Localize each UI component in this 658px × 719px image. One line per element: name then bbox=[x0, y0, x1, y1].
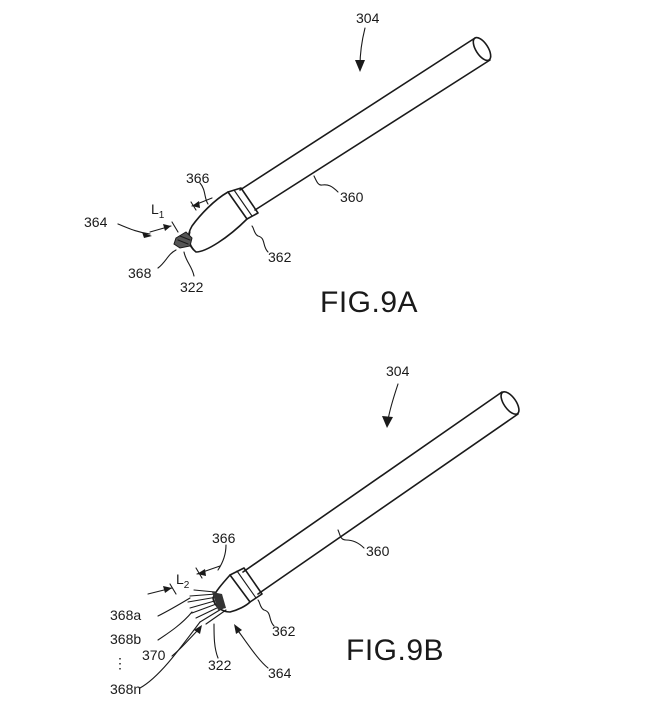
ref-368b: 368b bbox=[110, 631, 141, 647]
fig-9a: 304 360 362 366 364 368 322 L1 FIG.9A bbox=[84, 10, 492, 319]
ref-360-9a: 360 bbox=[340, 189, 364, 205]
figure-caption-9a: FIG.9A bbox=[320, 286, 418, 319]
ref-362-9a: 362 bbox=[268, 249, 292, 265]
ref-370-9b: 370 bbox=[142, 647, 166, 663]
dimension-l1 bbox=[149, 197, 213, 233]
leaders-9b bbox=[139, 383, 399, 689]
figure-caption-9b: FIG.9B bbox=[346, 634, 444, 667]
ref-368n: 368n bbox=[110, 681, 141, 697]
fiber-bundle-9b bbox=[187, 589, 227, 625]
ref-360-9b: 360 bbox=[366, 543, 390, 559]
labels-9b: 304 360 362 366 364 322 370 368a 368b ⋮ … bbox=[110, 363, 444, 697]
ref-364-9b: 364 bbox=[268, 665, 292, 681]
ref-364-9a: 364 bbox=[84, 214, 108, 230]
ref-322-9b: 322 bbox=[208, 657, 232, 673]
ref-322-9a: 322 bbox=[180, 279, 204, 295]
shaft-9a bbox=[239, 36, 492, 211]
ref-366-9b: 366 bbox=[212, 530, 236, 546]
collar-ring-9b bbox=[229, 567, 263, 603]
labels-9a: 304 360 362 366 364 368 322 L1 FIG.9A bbox=[84, 10, 418, 319]
ref-362-9b: 362 bbox=[272, 623, 296, 639]
tapered-tip-9a bbox=[187, 191, 248, 253]
leaders-9a bbox=[117, 27, 366, 277]
fiber-cluster-9a bbox=[173, 231, 193, 249]
ref-ellipsis: ⋮ bbox=[113, 655, 127, 671]
length-label-l1: L1 bbox=[151, 201, 165, 221]
fig-9b: 304 360 362 366 364 322 370 368a 368b ⋮ … bbox=[110, 363, 520, 697]
ref-368a: 368a bbox=[110, 607, 141, 623]
shaft-9b bbox=[242, 391, 520, 595]
dimension-l2 bbox=[147, 565, 221, 595]
length-label-l2: L2 bbox=[176, 571, 190, 591]
ref-304-9a: 304 bbox=[356, 10, 380, 26]
ref-368-9a: 368 bbox=[128, 265, 152, 281]
ref-304-9b: 304 bbox=[386, 363, 410, 379]
ref-366-9a: 366 bbox=[186, 170, 210, 186]
collar-ring-9a bbox=[227, 187, 259, 220]
